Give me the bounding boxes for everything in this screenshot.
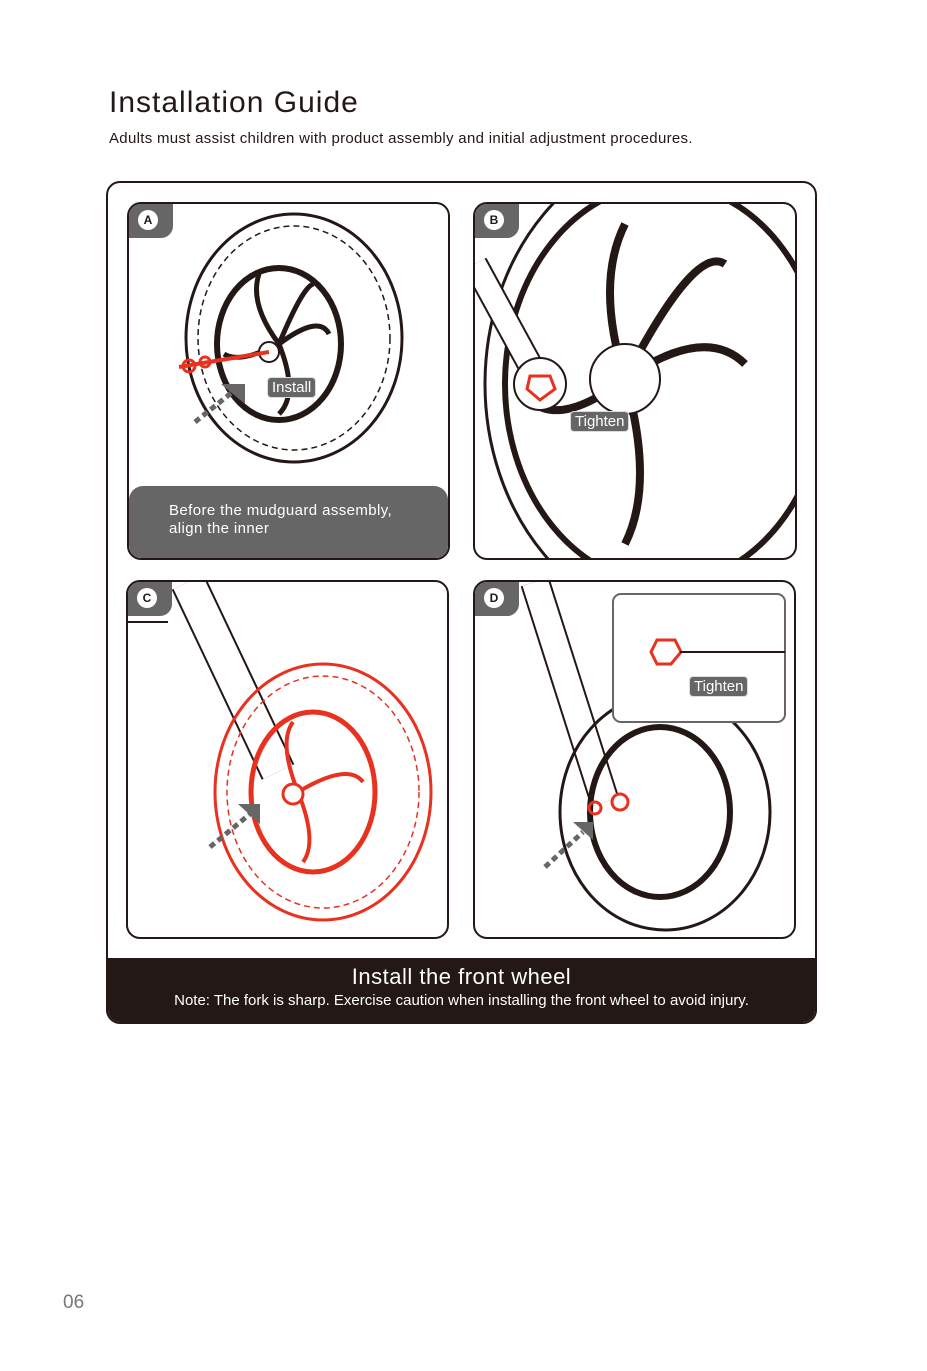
step-badge-d: D — [475, 582, 519, 616]
step-panel-a: A Install Before the mudguard assembly, … — [127, 202, 450, 560]
fork-wheel-illustration-d — [520, 582, 786, 932]
wheel-closeup-illustration-b — [475, 204, 795, 558]
tighten-tag-d: Tighten — [689, 676, 749, 697]
wheel-illustration-a — [178, 212, 404, 464]
step-caption-a: Before the mudguard assembly, align the … — [129, 486, 448, 558]
page-subtitle: Adults must assist children with product… — [109, 130, 693, 147]
install-tag: Install — [267, 377, 317, 398]
fork-wheel-illustration-c — [128, 582, 433, 922]
tighten-tag-b: Tighten — [570, 411, 630, 432]
step-panel-b: B Tighten — [473, 202, 797, 560]
instruction-frame: A Install Before the mudguard assembly, … — [106, 181, 817, 1024]
step-panel-d: D Tighten — [473, 580, 796, 939]
step-badge-b: B — [475, 204, 519, 238]
step-badge-a: A — [129, 204, 173, 238]
safety-note: Note: The fork is sharp. Exercise cautio… — [174, 992, 749, 1009]
page-title: Installation Guide — [109, 86, 359, 119]
step-panel-c: C — [126, 580, 449, 939]
footer-band: Install the front wheel Note: The fork i… — [108, 958, 815, 1022]
section-heading: Install the front wheel — [351, 964, 572, 989]
step-badge-c: C — [128, 582, 172, 616]
page-number: 06 — [63, 1292, 85, 1313]
